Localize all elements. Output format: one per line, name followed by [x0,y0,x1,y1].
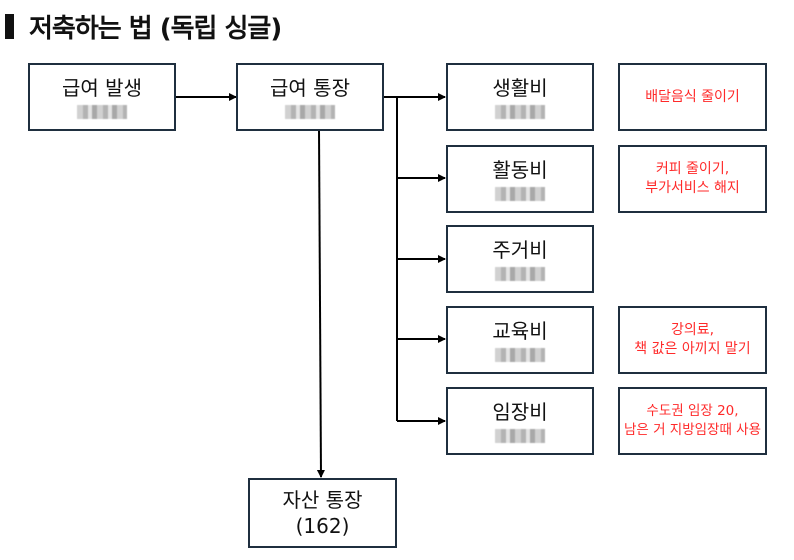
redacted-amount [495,187,545,201]
node-label: 급여 발생 [62,76,142,100]
page-title: 저축하는 법 (독립 싱글) [29,14,282,44]
node-label: 급여 통장 [270,76,350,100]
node-category: 생활비 [446,63,594,131]
note-box: 커피 줄이기, 부가서비스 해지 [618,145,767,213]
node-salary-event: 급여 발생 [28,63,176,131]
asset-amount: (162) [295,514,350,538]
redacted-amount [495,105,545,119]
node-asset-account: 자산 통장 (162) [248,478,397,548]
note-text: 강의료, 책 값은 아끼지 말기 [634,322,751,357]
arrow-to-asset-account [316,129,325,478]
redacted-amount [285,105,335,119]
node-label: 임장비 [492,400,548,424]
node-label: 자산 통장 [282,488,363,512]
redacted-amount [77,105,127,119]
node-category: 활동비 [446,145,594,213]
node-category: 임장비 [446,387,594,455]
redacted-amount [495,267,545,281]
note-box: 강의료, 책 값은 아끼지 말기 [618,306,767,374]
node-label: 생활비 [492,76,548,100]
node-label: 교육비 [492,319,548,343]
node-label: 주거비 [492,238,548,262]
node-category: 교육비 [446,306,594,374]
note-text: 수도권 임장 20, 남은 거 지방임장때 사용 [623,403,762,438]
note-text: 배달음식 줄이기 [645,88,740,105]
redacted-amount [495,429,545,443]
node-salary-account: 급여 통장 [236,63,384,131]
redacted-amount [495,348,545,362]
node-label: 활동비 [492,158,548,182]
title-marker [5,14,14,39]
node-category: 주거비 [446,225,594,293]
note-box: 수도권 임장 20, 남은 거 지방임장때 사용 [618,387,767,455]
note-box: 배달음식 줄이기 [618,63,767,131]
note-text: 커피 줄이기, 부가서비스 해지 [645,161,740,196]
